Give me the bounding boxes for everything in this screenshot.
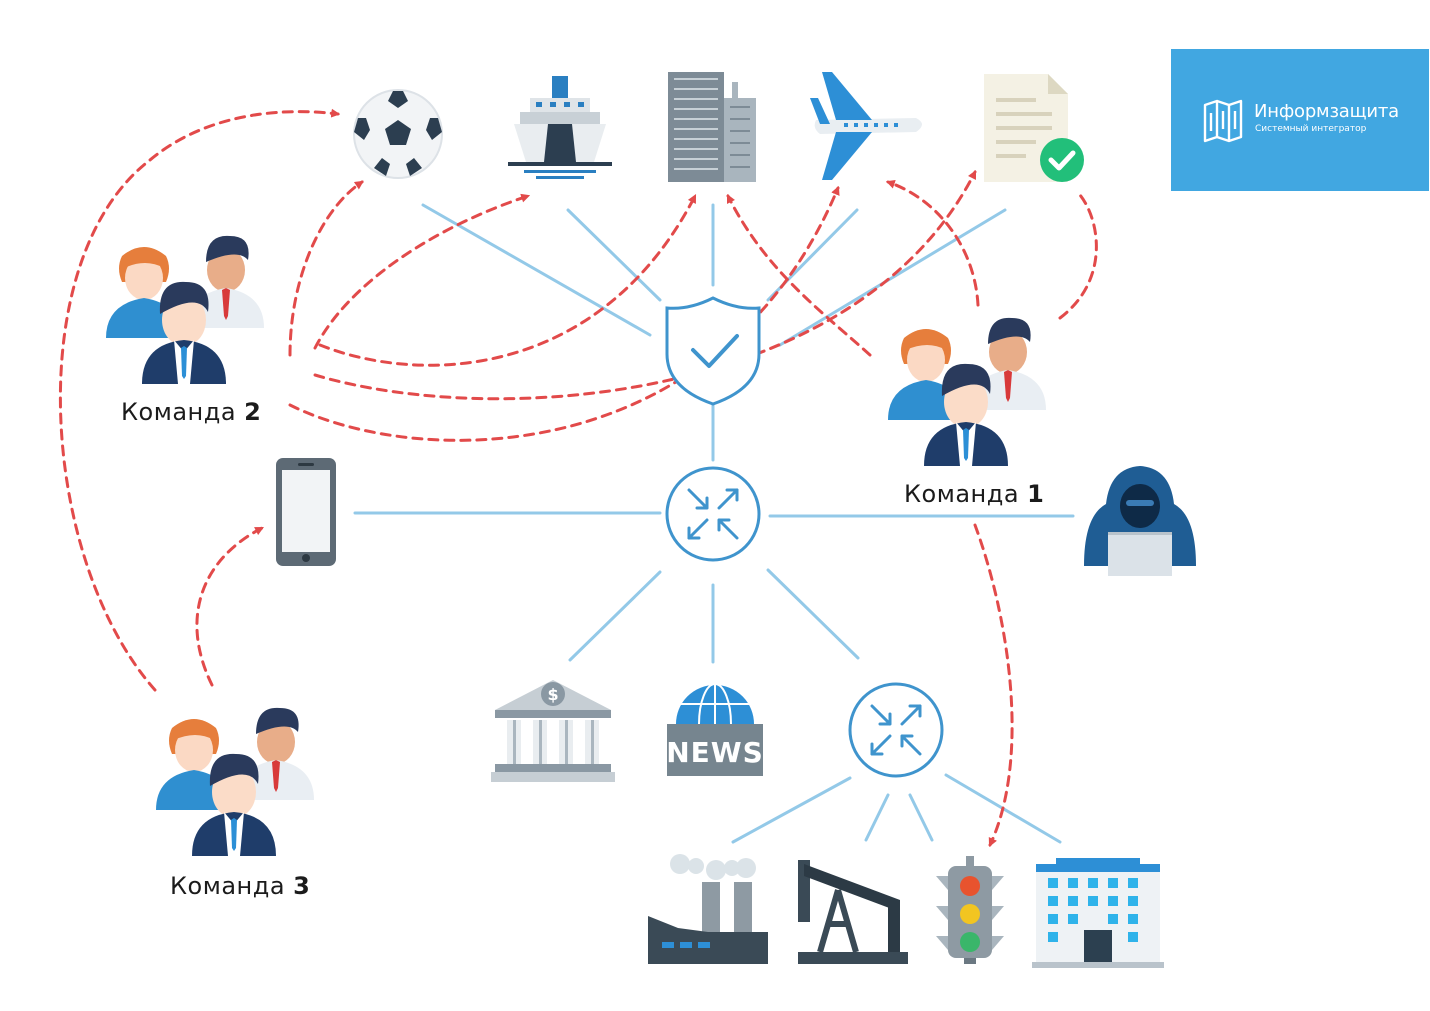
news-label: NEWS [666,736,764,769]
team-word: Команда [170,872,286,900]
team-2-group [106,236,264,388]
team-number: 1 [1027,480,1045,508]
attack-paths [58,108,1098,848]
svg-text:$: $ [547,685,558,704]
soccer-ball-icon [353,89,443,179]
skyscraper-icon [668,72,756,182]
team-word: Команда [121,398,237,426]
smartphone-icon [276,458,336,566]
logo-mark-icon [1203,99,1243,143]
factory-icon [648,854,768,964]
team-word: Команда [904,480,1020,508]
news-globe-icon: NEWS [666,683,764,776]
router-hub-icon [665,466,761,562]
team-3-group [156,708,314,860]
team-1-label: Команда 1 [904,480,1044,508]
team-2-label: Команда 2 [121,398,261,426]
traffic-light-icon [936,856,1004,964]
logo-title: Информзащита [1254,101,1400,122]
ship-icon [508,76,612,179]
hacker-icon [1084,466,1196,576]
team-3-label: Команда 3 [170,872,310,900]
shield-check-icon [665,296,761,406]
bank-icon: $ [491,680,615,782]
document-check-icon [984,74,1084,182]
office-building-icon [1032,858,1164,968]
router-hub-icon [848,682,944,778]
oil-pump-icon [798,860,908,964]
logo-subtitle: Системный интегратор [1255,124,1367,134]
team-1-group [888,318,1046,470]
connection-lines [353,203,1075,844]
team-number: 3 [293,872,311,900]
team-number: 2 [244,398,262,426]
company-logo: Информзащита Системный интегратор [1171,49,1429,191]
airplane-icon [810,72,922,180]
